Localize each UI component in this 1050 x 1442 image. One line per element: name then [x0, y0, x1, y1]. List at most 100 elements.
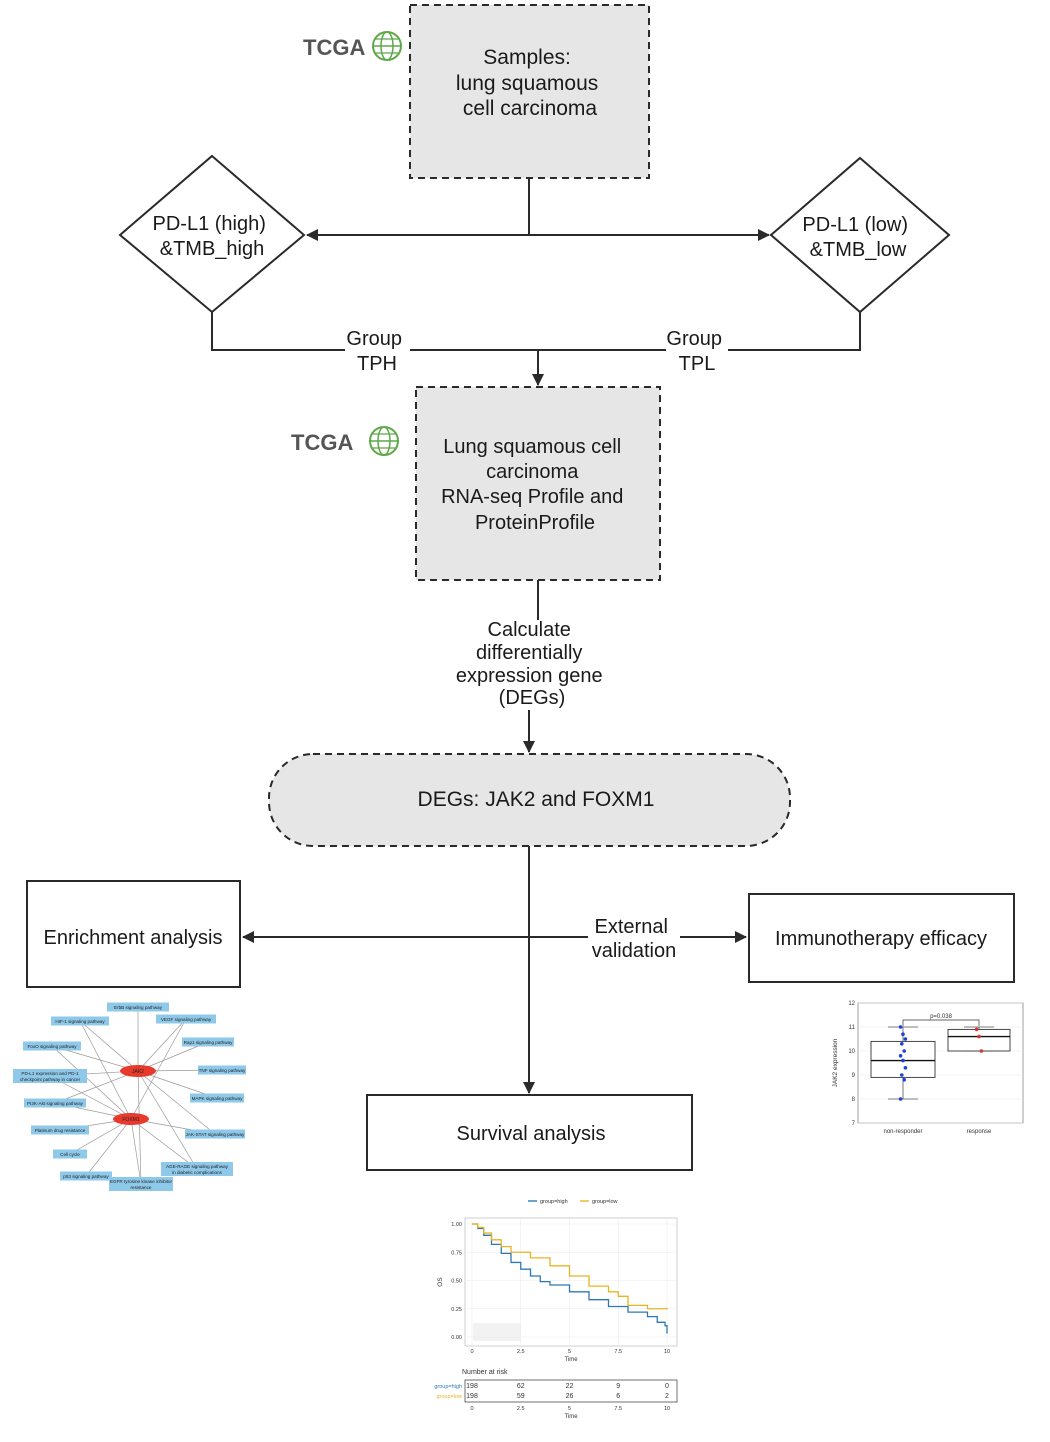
box: [947, 1028, 1011, 1052]
pathway-node: [51, 1016, 109, 1026]
risk-table-frame: [464, 1379, 678, 1403]
tcga-logo-text: TCGA: [291, 430, 353, 455]
km-curve: [472, 1223, 668, 1334]
group-tph-line: Group: [346, 328, 402, 350]
pathway-node: [60, 1171, 112, 1181]
pathway-label: PI3K-Akt signaling pathway: [27, 1101, 84, 1106]
svg-text:Group TPH: Group TPH: [346, 328, 407, 375]
risk-x-tick: 7.5: [614, 1406, 622, 1412]
svg-text:Samples: lung squamous: Samples: lung squamous cell carcinoma: [456, 46, 604, 120]
risk-row-label: group=low: [436, 1394, 462, 1400]
network-edge: [54, 1070, 139, 1104]
x-axis-label: Time: [564, 1357, 578, 1363]
network-edge: [137, 1018, 187, 1072]
network-edge: [130, 1018, 187, 1120]
y-tick-label: 1.00: [451, 1222, 462, 1228]
svg-text:PD-L1 (high) &TMB_high: PD-L1 (high) &TMB_high: [153, 213, 272, 260]
network-edge: [137, 1041, 209, 1072]
calc-line: expression gene: [456, 665, 603, 687]
y-tick-label: 0.50: [451, 1279, 462, 1285]
immuno-node: Immunotherapy efficacy: [748, 893, 1015, 983]
samples-node: Samples: lung squamous cell carcinoma: [409, 4, 650, 179]
risk-cell: 198: [466, 1383, 478, 1390]
network-edge: [79, 1020, 132, 1120]
x-tick-label: response: [967, 1129, 992, 1135]
pathway-node: [24, 1098, 86, 1108]
pathway-label: p53 signaling pathway: [63, 1174, 109, 1179]
data-point: [901, 1058, 905, 1063]
pathway-node: [182, 1037, 234, 1047]
y-tick-label: 0.25: [451, 1307, 462, 1313]
data-point: [979, 1049, 984, 1053]
risk-x-tick: 2.5: [517, 1406, 525, 1412]
enrichment-label: Enrichment analysis: [44, 927, 223, 949]
risk-table-title: Number at risk: [462, 1369, 508, 1376]
external-validation-label: External validation: [592, 916, 677, 962]
profile-line: RNA-seq Profile and: [441, 486, 623, 508]
pathway-label: resistance: [131, 1185, 152, 1190]
risk-cell: 26: [566, 1393, 574, 1400]
risk-cell: 198: [466, 1393, 478, 1400]
pathway-label: checkpoint pathway in cancer: [20, 1077, 81, 1082]
survival-label: Survival analysis: [457, 1123, 606, 1145]
pathway-label: TNF signaling pathway: [199, 1068, 246, 1073]
risk-x-label: Time: [564, 1414, 578, 1420]
profile-line: Lung squamous cell: [443, 436, 621, 458]
network-edge: [137, 1070, 198, 1170]
svg-text:External validation: External validation: [592, 916, 677, 962]
network-edge: [137, 1070, 142, 1185]
risk-row-label: group=high: [434, 1384, 462, 1390]
degs-label: DEGs: JAK2 and FOXM1: [418, 788, 655, 811]
risk-x-tick: 10: [664, 1406, 670, 1412]
pd-l1-high-node: PD-L1 (high) &TMB_high: [118, 154, 306, 314]
tcga-globe-icon: [372, 31, 402, 61]
risk-cell: 2: [665, 1393, 669, 1400]
pd-l1-low-line: PD-L1 (low): [802, 214, 908, 236]
pathway-label: HIF-1 signaling pathway: [55, 1019, 105, 1024]
pathway-label: AGE-RAGE signaling pathway: [166, 1164, 229, 1169]
calc-degs-label: Calculate differentially expression gene…: [456, 619, 608, 709]
network-edge: [69, 1118, 132, 1155]
pathway-label: in diabetic complications: [172, 1170, 222, 1175]
pathway-label: ErbB signaling pathway: [114, 1005, 163, 1010]
pathway-label: JAK-STAT signaling pathway: [186, 1132, 245, 1137]
svg-text:Calculate differentially: Calculate differentially expression gene…: [456, 619, 608, 709]
y-axis-label: JAK2 expression: [832, 1038, 839, 1087]
y-tick-label: 9: [852, 1073, 856, 1079]
pathway-label: MAPK signaling pathway: [192, 1096, 244, 1101]
pathway-node: [185, 1129, 245, 1139]
data-point: [901, 1032, 905, 1036]
y-tick-label: 11: [849, 1025, 856, 1031]
tcga-logo-mid: TCGA: [291, 426, 399, 456]
pathway-label: VEGF signaling pathway: [161, 1017, 212, 1022]
group-tpl-line: TPL: [679, 353, 716, 375]
risk-cell: 62: [517, 1383, 525, 1390]
pathway-label: PD-L1 expression and PD-1: [21, 1071, 79, 1076]
data-point: [903, 1037, 908, 1041]
data-point: [903, 1066, 908, 1070]
x-tick-label: non-responder: [883, 1129, 922, 1135]
risk-cell: 0: [665, 1383, 669, 1390]
degs-node: DEGs: JAK2 and FOXM1: [268, 753, 791, 847]
pd-l1-high-line: &TMB_high: [160, 238, 265, 260]
pathway-node: [109, 1177, 173, 1191]
samples-line: Samples:: [483, 46, 571, 69]
profile-node: Lung squamous cell carcinoma RNA-seq Pro…: [415, 386, 661, 581]
group-tpl-label: Group TPL: [666, 328, 722, 375]
immuno-label: Immunotherapy efficacy: [775, 928, 987, 950]
pathway-node: [161, 1162, 233, 1176]
significance-bracket: [902, 1019, 980, 1026]
pathway-node: [23, 1041, 81, 1051]
svg-text:PD-L1 (low) &TMB_low: PD-L1 (low) &TMB_low: [802, 214, 913, 261]
connector-groups: [211, 312, 861, 386]
hub-label: JAK2: [132, 1069, 144, 1075]
y-tick-label: 12: [848, 1001, 855, 1007]
x-tick-label: 5: [568, 1349, 571, 1355]
data-point: [900, 1073, 904, 1077]
tcga-logo-text: TCGA: [303, 35, 365, 60]
y-tick-label: 0.00: [451, 1335, 462, 1341]
km-curve: [472, 1223, 668, 1310]
risk-cell: 22: [566, 1383, 574, 1390]
